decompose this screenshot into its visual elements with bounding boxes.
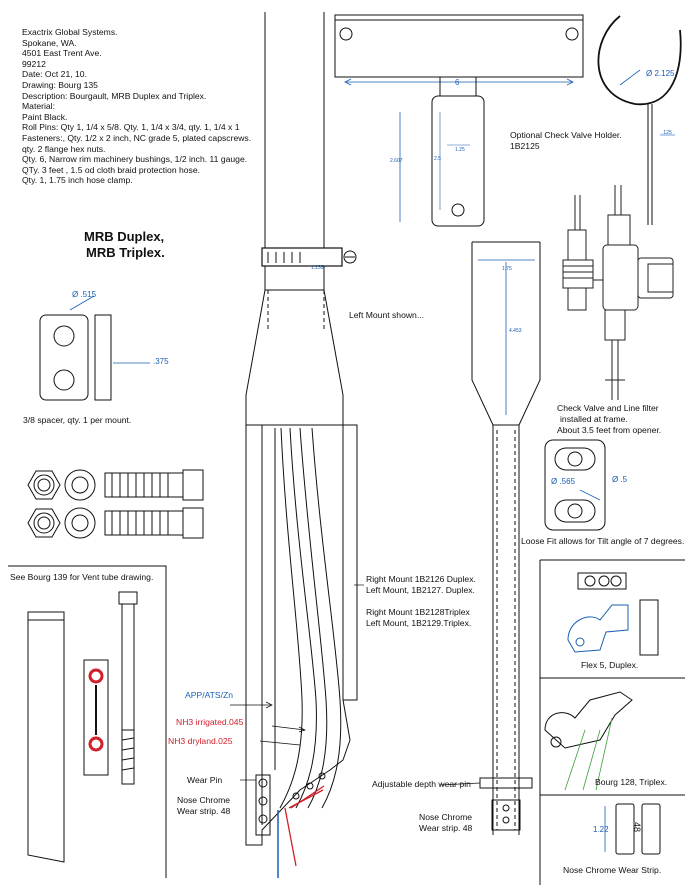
mount-part-2: Left Mount, 1B2127. Duplex.: [366, 585, 475, 595]
header-line: Drawing: Bourg 135: [22, 79, 98, 90]
spacer-caption: 3/8 spacer, qty. 1 per mount.: [23, 415, 132, 425]
header-line: Roll Pins: Qty 1, 1/4 x 5/8. Qty. 1, 1/4…: [22, 122, 240, 133]
header-line: Material:: [22, 101, 55, 112]
slot-plate: [544, 439, 606, 531]
nose-chrome-label-1: Nose Chrome: [177, 795, 231, 805]
wear-strip-label-2: Wear strip. 48: [419, 823, 473, 833]
wear-pin-label: Wear Pin: [187, 775, 223, 785]
header-line: Paint Black.: [22, 111, 68, 122]
right-shank-drawing: [439, 241, 541, 835]
flex-caption: Flex 5, Duplex.: [581, 660, 639, 670]
holder-small-label: .125: [662, 130, 672, 136]
mount-part-1: Right Mount 1B2126 Duplex.: [366, 574, 476, 584]
holder-part-no: 1B2125: [510, 141, 540, 151]
shank-top-label: 1.75: [502, 266, 512, 272]
spacer-dia-label: Ø .515: [72, 290, 97, 299]
header-line: QTy. 3 feet , 1.5 od cloth braid protect…: [22, 164, 201, 175]
nh3-irrigated-label: NH3 irrigated.045: [176, 717, 244, 727]
nh3-dryland-label: NH3 dryland.025: [168, 736, 233, 746]
mount-part-3: Right Mount 1B2128Triplex: [366, 607, 470, 617]
check-valve-caption-2: installed at frame.: [560, 414, 628, 424]
header-line: Date: Oct 21, 10.: [22, 69, 87, 80]
header-line: Fasteners:, Qty. 1/2 x 2 inch, NC grade …: [22, 132, 252, 143]
right-panel: [539, 559, 685, 885]
strip-number: 48: [632, 822, 642, 833]
nh3-dryland-line: [290, 785, 325, 809]
vent-caption: See Bourg 139 for Vent tube drawing.: [10, 572, 154, 582]
bar-width-label: 6: [455, 78, 460, 87]
wear-strip-label-1: Wear strip. 48: [177, 806, 231, 816]
check-valve-caption-1: Check Valve and Line filter: [557, 403, 659, 413]
bourg128-caption: Bourg 128, Triplex.: [595, 777, 668, 787]
header-line: 4501 East Trent Ave.: [22, 48, 102, 59]
check-valve-drawing: [562, 185, 674, 400]
top-bar-drawing: [334, 14, 584, 227]
strip-caption: Nose Chrome Wear Strip.: [563, 865, 662, 875]
header-line: Description: Bourgault, MRB Duplex and T…: [22, 90, 207, 101]
check-valve-holder-drawing: [597, 15, 682, 225]
left-mount-caption: Left Mount shown...: [349, 310, 424, 320]
spacer-thickness-label: .375: [153, 357, 169, 366]
strip-dim-label: 1.22: [593, 825, 609, 834]
title-line-1: MRB Duplex,: [84, 229, 165, 244]
check-valve-caption-3: About 3.5 feet from opener.: [557, 425, 662, 435]
slot-dia-1: Ø .565: [551, 477, 576, 486]
hardware-drawing: [27, 469, 204, 539]
vent-tube-box: [8, 565, 167, 878]
clamp-dim-label: 1.235: [311, 265, 324, 271]
spacer-drawing: [39, 295, 150, 401]
bar-slot-label: 2.5: [434, 156, 441, 162]
header-line: Qty. 1, 1.75 inch hose clamp.: [22, 175, 133, 186]
slot-caption: Loose Fit allows for Tilt angle of 7 deg…: [521, 536, 685, 546]
title-line-2: MRB Triplex.: [86, 245, 165, 260]
left-mount-shank: [245, 12, 358, 846]
app-tube-label: APP/ATS/Zn: [185, 690, 234, 700]
header-notes: Exactrix Global Systems. Spokane, WA. 45…: [22, 27, 251, 186]
slot-dia-2: Ø .5: [612, 475, 628, 484]
header-line: Exactrix Global Systems.: [22, 27, 118, 37]
header-line: 99212: [22, 58, 46, 69]
shank-length-label: 4.453: [509, 328, 522, 334]
bar-height-label: 2.607: [390, 158, 403, 164]
mount-part-4: Left Mount, 1B2129.Triplex.: [366, 618, 472, 628]
holder-caption: Optional Check Valve Holder.: [510, 130, 622, 140]
bar-tab-label: 1.25: [455, 147, 465, 153]
header-line: Qty. 6, Narrow rim machinery bushings, 1…: [22, 154, 248, 165]
nh3-irrigated-line: [284, 807, 297, 867]
header-line: qty. 2 flange hex nuts.: [22, 143, 106, 154]
header-line: Spokane, WA.: [22, 37, 77, 48]
nose-chrome-label-2: Nose Chrome: [419, 812, 473, 822]
holder-dia-label: Ø 2.125: [646, 69, 675, 78]
depth-pin-label: Adjustable depth wear pin: [372, 779, 471, 789]
